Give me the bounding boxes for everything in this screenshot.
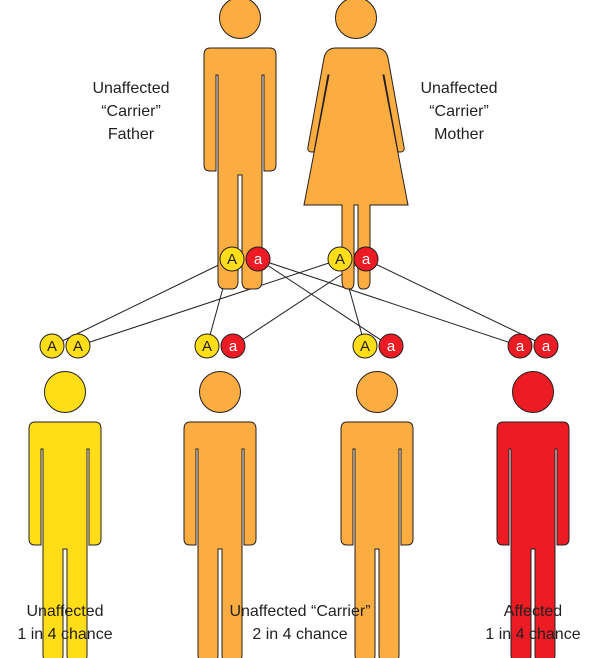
child-4-allele-2-label: a	[542, 338, 551, 355]
link-father-a-child3	[257, 258, 391, 347]
father-allele-2-label: a	[254, 251, 263, 268]
mother-label: Unaffected “Carrier” Mother	[404, 77, 514, 146]
mother-allele-2-label: a	[362, 251, 371, 268]
caption-carrier-line-2: 2 in 4 chance	[252, 626, 348, 643]
father-allele-1-label: A	[227, 251, 237, 268]
child-2-allele-2-label: a	[229, 338, 238, 355]
child-1-allele-2-label: A	[73, 338, 83, 355]
child-2-allele-1-circle	[194, 333, 220, 359]
father-male-figure-icon	[203, 0, 277, 290]
caption-unaffected-line-2: 1 in 4 chance	[17, 626, 113, 643]
child-1-allele-2-circle	[65, 333, 91, 359]
child-4-allele-1-label: a	[516, 338, 525, 355]
child-3-allele-1-label: A	[360, 338, 370, 355]
mother-label-line-2: “Carrier”	[429, 103, 489, 120]
father-allele-1-circle	[219, 246, 245, 272]
father-label-line-3: Father	[107, 126, 155, 143]
caption-unaffected-line-1: Unaffected	[26, 603, 104, 620]
link-mother-A-child1	[77, 258, 342, 347]
caption-affected-line-1: Affected	[503, 603, 563, 620]
caption-affected: Affected 1 in 4 chance	[468, 600, 598, 646]
mother-female-figure-icon	[303, 0, 409, 290]
inheritance-lines	[51, 258, 547, 347]
mother-allele-2-circle	[353, 246, 379, 272]
child-3-allele-2-circle	[378, 333, 404, 359]
mother-label-line-3: Mother	[434, 126, 484, 143]
caption-carrier-line-1: Unaffected “Carrier”	[229, 603, 371, 620]
link-mother-a-child4	[364, 258, 547, 347]
caption-carrier: Unaffected “Carrier” 2 in 4 chance	[205, 600, 395, 646]
mother-label-line-1: Unaffected	[420, 80, 498, 97]
child-2-allele-2-circle	[220, 333, 246, 359]
child-4-allele-1-circle	[507, 333, 533, 359]
father-allele-2-circle	[245, 246, 271, 272]
child-2-allele-1-label: A	[202, 338, 212, 355]
caption-affected-line-2: 1 in 4 chance	[485, 626, 581, 643]
mother-allele-1-label: A	[335, 251, 345, 268]
mother-allele-1-circle	[327, 246, 353, 272]
child-1-allele-1-circle	[39, 333, 65, 359]
child-3-allele-1-circle	[352, 333, 378, 359]
father-label: Unaffected “Carrier” Father	[76, 77, 186, 146]
link-father-a-child4	[257, 258, 521, 347]
link-father-A-child1	[51, 258, 232, 347]
caption-unaffected: Unaffected 1 in 4 chance	[0, 600, 130, 646]
child-4-allele-2-circle	[533, 333, 559, 359]
father-label-line-2: “Carrier”	[101, 103, 161, 120]
father-label-line-1: Unaffected	[92, 80, 170, 97]
child-3-allele-2-label: a	[387, 338, 396, 355]
child-1-allele-1-label: A	[47, 338, 57, 355]
